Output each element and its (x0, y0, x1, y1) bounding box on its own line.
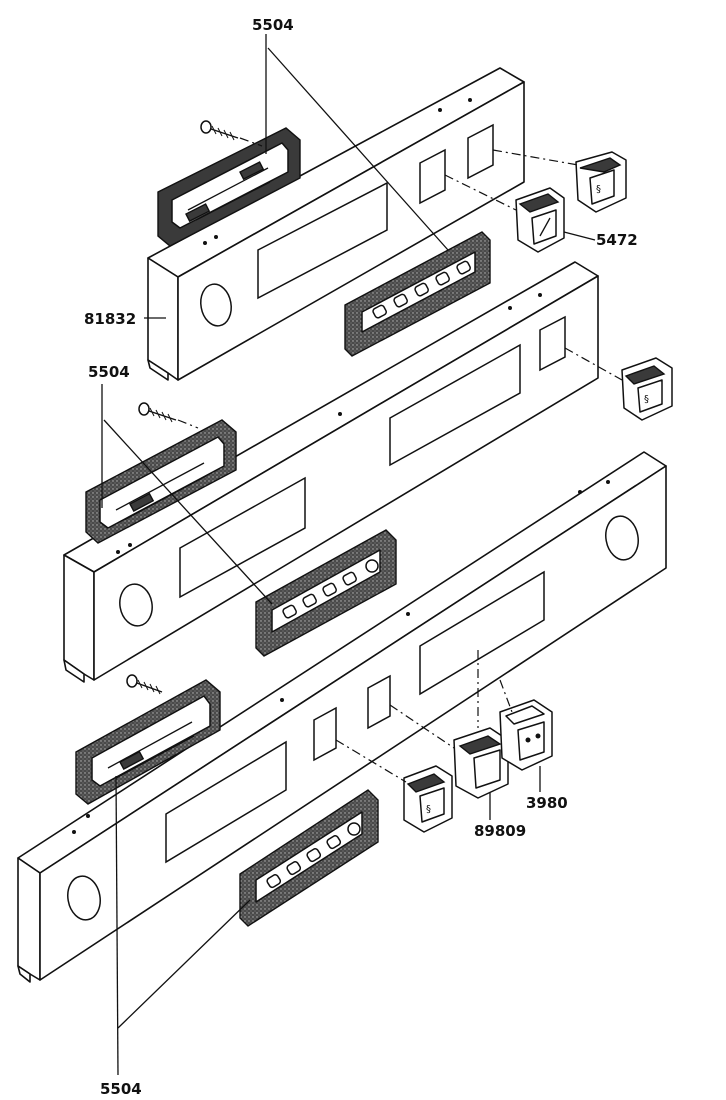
keypad-bottom (239, 789, 379, 927)
trim-bezel-bottom-left (75, 679, 221, 805)
svg-text:§: § (426, 804, 431, 815)
keypad-middle (255, 529, 397, 657)
label-5504-middle: 5504 (88, 363, 130, 381)
control-panel-middle (63, 261, 599, 683)
label-3980: 3980 (526, 794, 568, 812)
rocker-switch-3980 (499, 699, 553, 771)
rocker-switch-middle-right: § (621, 357, 673, 421)
label-5504-top: 5504 (252, 16, 294, 34)
rocker-switch-5472 (515, 187, 565, 253)
svg-text:§: § (596, 184, 601, 195)
display-window (419, 570, 545, 696)
knob-hole (605, 515, 639, 561)
switch-cutout (367, 674, 391, 730)
control-panel-bottom (17, 451, 667, 983)
rocker-switch-top-right: § (575, 151, 627, 213)
switch-cutout (313, 706, 337, 762)
leader-lines (101, 34, 541, 1076)
svg-text:§: § (644, 394, 649, 405)
display-window (165, 740, 287, 864)
control-panel-top (147, 67, 525, 381)
switch-cutout (467, 123, 494, 180)
trim-bezel-top-left (157, 127, 301, 247)
rocker-switch-bottom-left: § (403, 765, 453, 833)
screw-icon (200, 120, 263, 147)
rocker-switch-89809 (453, 727, 509, 799)
label-5504-bottom: 5504 (100, 1080, 142, 1098)
display-window (257, 181, 388, 300)
screw-icon (138, 402, 199, 429)
switch-cutout (419, 148, 446, 205)
label-5472: 5472 (596, 231, 638, 249)
knob-hole (67, 875, 101, 921)
label-89809: 89809 (474, 822, 526, 840)
keypad-top (344, 231, 491, 357)
display-window (179, 476, 306, 599)
knob-hole (119, 583, 153, 627)
label-81832: 81832 (84, 310, 136, 328)
switch-cutout (539, 315, 566, 372)
display-window (389, 343, 521, 467)
screw-icon (126, 674, 163, 695)
knob-hole (200, 283, 232, 327)
